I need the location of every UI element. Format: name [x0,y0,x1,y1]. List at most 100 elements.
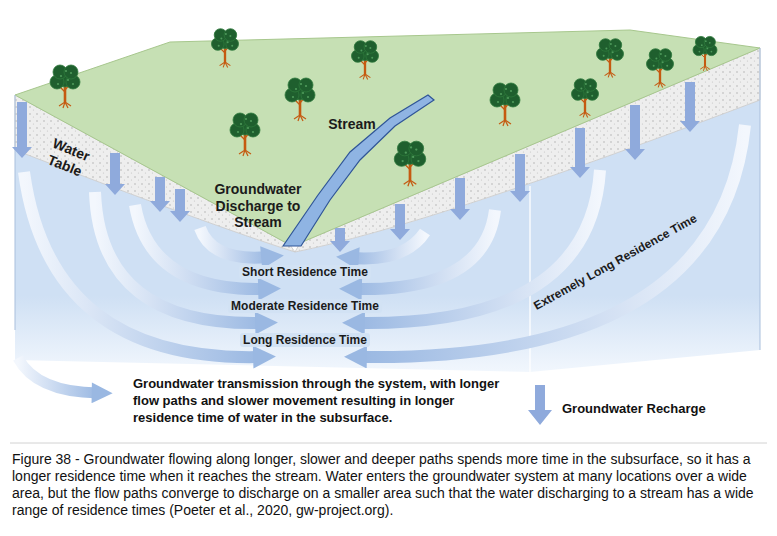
recharge-arrow [105,153,125,195]
tree-crown-speckle [67,79,69,81]
tree-crown [584,79,597,92]
tree-crown-speckle [612,51,614,53]
separator-line [10,443,767,444]
tree-crown-speckle [60,75,62,77]
tree-crown-speckle [360,50,362,52]
flow-path-arrow [355,210,495,289]
legend-text: Groundwater Recharge [562,401,706,418]
tree-crown-speckle [218,45,220,47]
tree-crown-speckle [252,131,254,133]
tree-crown-speckle [410,146,412,148]
tree-crown-speckle [591,95,593,97]
tree-crown-speckle [707,48,709,50]
tree-root [225,62,228,67]
tree-root [298,115,300,121]
tree-crown [409,141,424,156]
tree-icon [212,29,239,68]
tree-icon [572,79,599,118]
tree-crown-speckle [245,118,247,120]
tree-crown-speckle [227,41,229,43]
tree-crown [609,39,622,52]
residence-time-label: Long Residence Time [240,333,370,347]
tree-crown-speckle [701,44,703,46]
tree-root [505,120,508,126]
flow-path-arrow [360,125,745,357]
tree-root [63,102,65,108]
tree-crown [659,49,672,62]
tree-crown-speckle [300,83,302,85]
tree-crown-speckle [497,101,499,103]
tree-crown [504,83,518,97]
tree-crown-speckle [417,160,419,162]
recharge-arrow [12,102,32,158]
tree-root [658,82,660,87]
tree-root [408,180,410,186]
recharge-arrow [330,228,350,252]
recharge-arrow [450,178,470,220]
recharge-arrow [390,204,410,240]
tree-root [300,115,303,121]
tree-root [365,74,368,79]
legend-item: Groundwater Recharge [562,401,706,418]
residence-time-label: Moderate Residence Time [228,299,382,313]
tree-root [585,112,588,117]
tree-crown-speckle [705,40,707,42]
recharge-arrow [510,154,530,202]
tree-crown-speckle [250,120,252,122]
tree-crown [299,78,313,92]
legend-item: Groundwater transmission through the sys… [133,376,503,427]
tree-icon [230,113,260,156]
tree-crown-speckle [72,83,74,85]
tree-crown-speckle [614,45,616,47]
tree-icon [394,141,426,186]
tree-crown-speckle [225,33,227,35]
tree-crown-speckle [231,45,233,47]
tree-root [583,112,585,117]
tree-crown-speckle [500,93,502,95]
tree-crown-speckle [578,95,580,97]
tree-crown-speckle [587,91,589,93]
tree-root [703,66,705,71]
tree-crown-speckle [307,96,309,98]
recharge-arrow [570,128,590,178]
tree-icon [50,65,80,108]
tree-crown-speckle [302,92,304,94]
tree-crown-speckle [369,47,371,49]
flow-path-arrow [352,232,425,258]
flow-path-arrow [200,228,268,258]
recharge-arrow [680,82,700,132]
tree-crown-speckle [589,85,591,87]
tree-crown-speckle [510,90,512,92]
tree-crown-speckle [367,53,369,55]
tree-crown-speckle [371,57,373,59]
tree-crown [64,65,78,79]
tree-root [410,180,413,186]
recharge-arrow [170,189,190,222]
stream-label: Stream [328,116,375,133]
block-edge [15,95,16,330]
tree-crown-speckle [653,65,655,67]
residence-time-label: Short Residence Time [239,265,371,279]
tree-crown-speckle [699,51,701,53]
tree-root [245,150,248,156]
recharge-and-trees [12,29,717,252]
tree-root [65,102,68,108]
tree-root [608,72,610,77]
legend-text: Groundwater transmission through the sys… [133,376,503,427]
tree-crown-speckle [605,48,607,50]
tree-crown-speckle [295,88,297,90]
tree-crown-speckle [65,70,67,72]
discharge-label: Groundwater Discharge to Stream [208,181,308,231]
tree-crown-speckle [610,43,612,45]
tree-root [243,150,245,156]
tree-crown-speckle [70,72,72,74]
tree-crown-speckle [711,51,713,53]
tree-crown-speckle [412,156,414,158]
legend-recharge-sample [528,385,552,425]
tree-crown-speckle [220,38,222,40]
tree-crown-speckle [305,85,307,87]
block-edge [760,48,761,350]
land-surface [15,30,760,245]
tree-crown [364,41,377,54]
